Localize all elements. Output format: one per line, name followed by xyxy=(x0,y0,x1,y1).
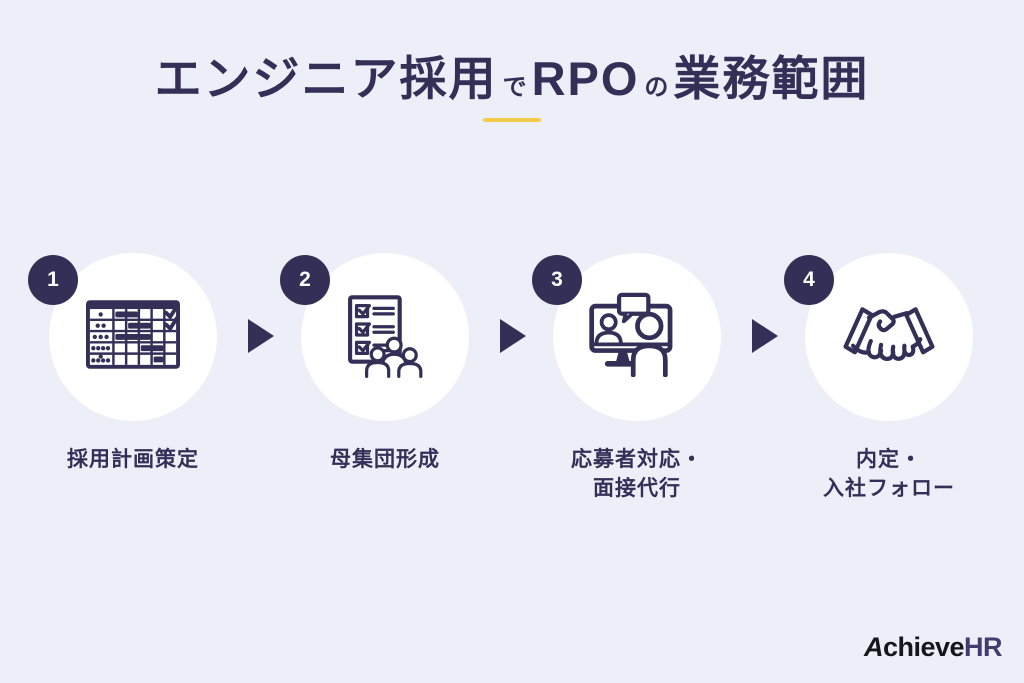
step-label-line: 内定・ xyxy=(856,448,922,471)
step-applicant-interview: 3 xyxy=(511,252,763,512)
title-segment: RPO xyxy=(531,52,640,105)
title-segment: で xyxy=(502,74,527,101)
arrow-right-icon xyxy=(248,319,274,353)
title-segment: の xyxy=(644,74,669,101)
video-interview-icon xyxy=(585,292,689,382)
step-number-badge: 2 xyxy=(280,255,330,305)
step-label-line: 母集団形成 xyxy=(330,448,440,471)
title-segment: エンジニア採用 xyxy=(154,52,498,105)
achievehr-logo: AchieveHR xyxy=(863,632,1003,663)
step-label-line: 応募者対応・ xyxy=(571,448,703,471)
step-number-badge: 3 xyxy=(532,255,582,305)
step-number-badge: 1 xyxy=(28,255,78,305)
arrow-right-icon xyxy=(500,319,526,353)
step-recruitment-planning: 1 xyxy=(7,252,259,512)
gantt-schedule-icon xyxy=(86,300,180,374)
title-segment: 業務範囲 xyxy=(673,52,870,105)
title-underline xyxy=(483,118,541,122)
handshake-icon xyxy=(840,300,938,375)
logo-text-hr: HR xyxy=(964,632,1003,662)
step-label: 採用計画策定 xyxy=(7,445,259,474)
step-icon-circle xyxy=(49,253,217,421)
step-label-line: 採用計画策定 xyxy=(67,448,199,471)
arrow-right-icon xyxy=(752,319,778,353)
step-label-line: 面接代行 xyxy=(593,477,681,501)
step-label: 内定・ 入社フォロー xyxy=(763,445,1015,504)
step-candidate-pool: 2 xyxy=(259,252,511,512)
checklist-people-icon xyxy=(339,290,431,385)
step-number-badge: 4 xyxy=(784,255,834,305)
step-offer-onboarding: 4 xyxy=(763,252,1015,512)
logo-text-achieve: Achieve xyxy=(863,632,965,662)
step-label: 母集団形成 xyxy=(259,445,511,474)
step-label-line: 入社フォロー xyxy=(823,477,955,501)
step-label: 応募者対応・ 面接代行 xyxy=(511,445,763,504)
